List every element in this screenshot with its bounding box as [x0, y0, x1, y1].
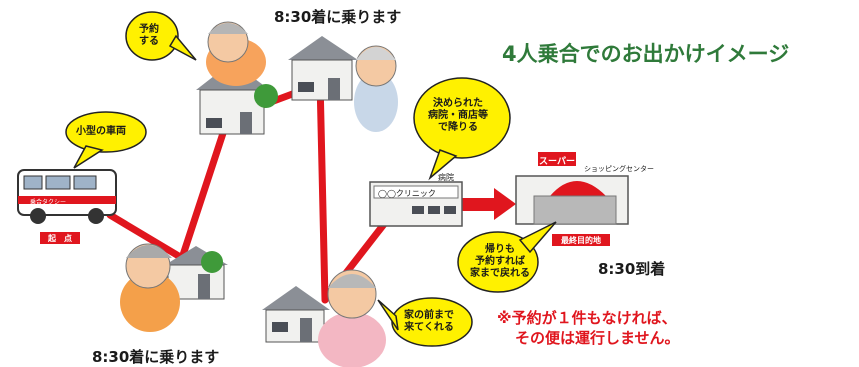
- bubble-reserve-line2: する: [139, 36, 159, 47]
- shopping-center-label: ショッピングセンター: [584, 165, 654, 173]
- caption-arrival-time: 8:30到着: [598, 260, 666, 278]
- page-title: 4人乗合でのお出かけイメージ: [502, 42, 790, 66]
- hospital-label: 病院: [438, 173, 454, 182]
- person-icon: [206, 21, 266, 86]
- route-start-to-house1: [106, 211, 186, 262]
- bubble-reserve-line1: 予約: [139, 24, 159, 35]
- bubble-destination-text: 決められた 病院・商店等 で降りる: [428, 98, 488, 134]
- start-label: 起 点: [48, 234, 72, 243]
- route-house1-to-house2: [178, 114, 232, 262]
- house-icon: [288, 36, 358, 101]
- caption-bottom-house: 8:30着に乗ります: [92, 348, 220, 366]
- person-icon: [120, 243, 180, 332]
- clinic-building-icon: [369, 181, 463, 227]
- final-destination-tag: 最終目的地: [561, 236, 601, 245]
- bubble-small-car-text: 小型の車両: [76, 126, 126, 137]
- service-note-line1: ※予約が１件もなければ、: [497, 309, 677, 327]
- route-house3-to-house4: [316, 76, 329, 304]
- speech-bubble-destination: [413, 77, 511, 181]
- caption-top-house: 8:30着に乗ります: [274, 8, 402, 26]
- bubble-pickup-line1: 家の前まで: [404, 310, 454, 321]
- speech-bubble-return: [457, 221, 557, 293]
- speech-bubbles: [65, 11, 557, 347]
- bubble-return-line2: 予約すれば: [475, 256, 525, 267]
- super-sign: スーパー: [539, 157, 575, 167]
- supermarket-building-icon: [515, 152, 629, 246]
- service-note: ※予約が１件もなければ、 その便は運行しません。: [497, 308, 680, 348]
- bubble-destination-line1: 決められた: [433, 98, 483, 109]
- bubble-return-line3: 家まで戻れる: [470, 268, 530, 279]
- taxi-label: 乗合タクシー: [30, 199, 67, 206]
- speech-bubble-pickup: [377, 297, 473, 347]
- house-icon: [262, 286, 330, 343]
- bubble-destination-line2: 病院・商店等: [428, 110, 488, 121]
- start-tag-bg: [40, 232, 80, 244]
- speech-bubble-small-car: [65, 111, 147, 169]
- person-icon: [318, 269, 386, 367]
- bubble-pickup-text: 家の前まで 来てくれる: [404, 310, 454, 334]
- arrow-to-destination: [458, 188, 516, 220]
- speech-bubble-reserve: [125, 11, 197, 61]
- bubble-pickup-line2: 来てくれる: [404, 322, 454, 333]
- taxi-icon: [17, 169, 117, 224]
- service-note-line2: その便は運行しません。: [515, 329, 680, 347]
- person-icon: [354, 45, 398, 132]
- bubble-return-line1: 帰りも: [485, 244, 515, 255]
- bubble-reserve-text: 予約 する: [139, 24, 159, 48]
- bubble-return-text: 帰りも 予約すれば 家まで戻れる: [470, 244, 530, 280]
- bubble-destination-line3: で降りる: [438, 122, 478, 133]
- clinic-sign: ◯◯クリニック: [378, 189, 436, 198]
